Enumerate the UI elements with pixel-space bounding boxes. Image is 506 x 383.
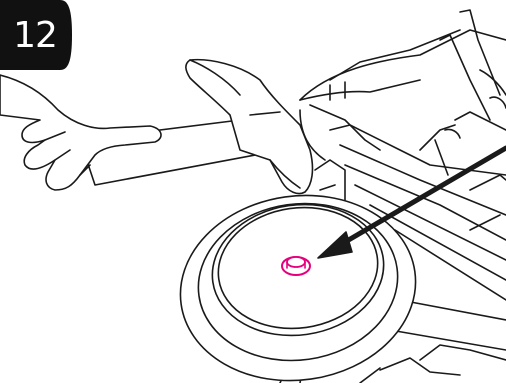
step-badge: 12 (0, 0, 72, 70)
wheel (168, 180, 427, 383)
hammer (80, 60, 312, 194)
step-number: 12 (6, 6, 64, 64)
hub-cap (282, 257, 310, 275)
